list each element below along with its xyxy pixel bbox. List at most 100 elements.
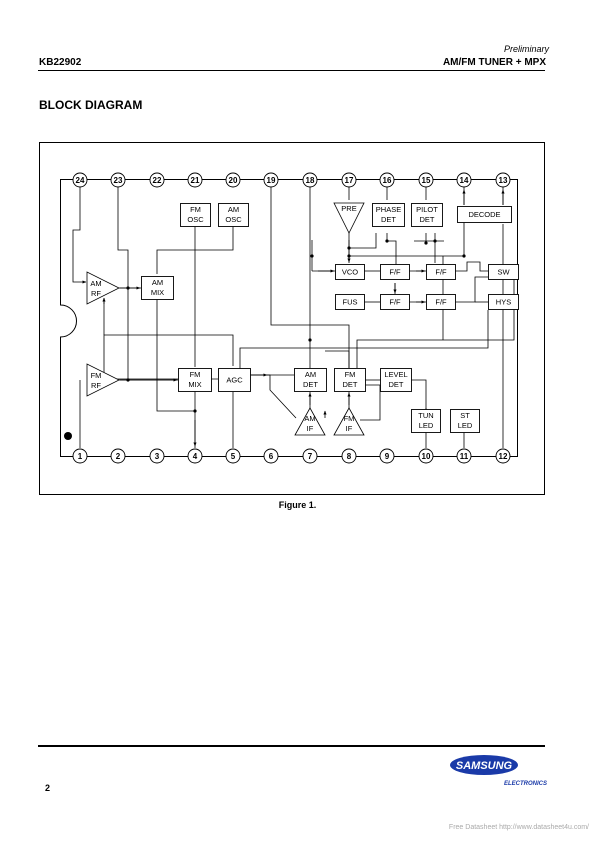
- amplifier-label: AM: [90, 279, 101, 288]
- amplifier-triangle: [333, 202, 365, 234]
- amplifier-label: FM: [344, 414, 355, 423]
- pin-circle: [110, 172, 126, 188]
- block-box: [372, 203, 405, 227]
- pin-circle: [418, 448, 434, 464]
- bottom-pin-5: 5: [225, 448, 241, 464]
- pin-label: 21: [191, 176, 200, 185]
- amplifier-label: IF: [307, 424, 314, 433]
- block-label: TUN: [418, 411, 433, 420]
- pin-circle: [225, 448, 241, 464]
- block-box: [488, 294, 519, 310]
- amplifier-label: RF: [91, 289, 101, 298]
- junction-dot: [424, 241, 428, 245]
- top-pin-20: 20: [225, 172, 241, 188]
- signal-wire-35: [386, 233, 397, 271]
- pre-amplifier: PRE: [333, 202, 365, 234]
- pin-1-marker: [64, 432, 72, 440]
- pin-label: 17: [345, 176, 354, 185]
- junction-dot: [193, 409, 197, 413]
- signal-wire-6: [156, 226, 234, 274]
- block-label: F/F: [435, 298, 447, 307]
- block-box: [141, 276, 174, 300]
- bottom-pin-10: 10: [418, 448, 434, 464]
- junction-dot: [308, 338, 312, 342]
- fus-block: FUS: [335, 294, 365, 310]
- block-box: [334, 368, 366, 392]
- block-box: [218, 203, 249, 227]
- junction-dot: [126, 286, 130, 290]
- block-label: AM: [228, 205, 239, 214]
- pin-label: 20: [229, 176, 238, 185]
- signal-wire-22: [325, 350, 350, 368]
- top-pin-13: 13: [495, 172, 511, 188]
- pin-circle: [149, 448, 165, 464]
- signal-wire-32: [455, 261, 488, 272]
- pin-label: 1: [78, 452, 83, 461]
- agc-block: AGC: [218, 368, 251, 392]
- pin-circle: [72, 448, 88, 464]
- signal-wire-17: [270, 187, 350, 368]
- block-box: [411, 203, 443, 227]
- signal-wire-52: [239, 310, 489, 370]
- decode-block: DECODE: [457, 206, 512, 223]
- top-pin-15: 15: [418, 172, 434, 188]
- top-pin-21: 21: [187, 172, 203, 188]
- pin-circle: [149, 172, 165, 188]
- amplifier-label: PRE: [341, 204, 356, 213]
- block-box: [335, 294, 365, 310]
- sw-block: SW: [488, 264, 519, 280]
- block-box: [335, 264, 365, 280]
- pin-label: 19: [267, 176, 276, 185]
- block-label: F/F: [389, 268, 401, 277]
- pin-circle: [418, 172, 434, 188]
- block-label: DET: [303, 380, 318, 389]
- block-label: LED: [458, 421, 473, 430]
- block-box: [450, 409, 480, 433]
- block-label: DET: [381, 215, 396, 224]
- pin-circle: [187, 448, 203, 464]
- block-label: AM: [152, 278, 163, 287]
- ff2-block: F/F: [426, 264, 456, 280]
- pin-circle: [302, 172, 318, 188]
- pin-label: 2: [116, 452, 121, 461]
- bottom-pin-6: 6: [263, 448, 279, 464]
- top-pin-22: 22: [149, 172, 165, 188]
- footer-watermark: Free Datasheet http://www.datasheet4u.co…: [448, 824, 589, 831]
- pin-label: 23: [114, 176, 123, 185]
- block-label: DET: [420, 215, 435, 224]
- pin-label: 8: [347, 452, 352, 461]
- pin-circle: [225, 172, 241, 188]
- pin-label: 11: [460, 452, 469, 461]
- block-box: [457, 206, 512, 223]
- block-label: HYS: [496, 298, 511, 307]
- pin-label: 9: [385, 452, 390, 461]
- junction-dot: [462, 254, 466, 258]
- signal-wire-45: [356, 271, 515, 368]
- block-label: DET: [389, 380, 404, 389]
- pin-label: 24: [76, 176, 85, 185]
- junction-dot: [126, 378, 130, 382]
- bottom-pin-4: 4: [187, 448, 203, 464]
- pin-circle: [187, 172, 203, 188]
- pin-circle: [456, 448, 472, 464]
- pin-circle: [341, 448, 357, 464]
- pin-label: 13: [499, 176, 508, 185]
- block-label: F/F: [389, 298, 401, 307]
- amplifier-label: FM: [91, 371, 102, 380]
- junction-dot: [310, 254, 314, 258]
- hys-block: HYS: [488, 294, 519, 310]
- amplifier-triangle: [86, 363, 120, 397]
- block-label: LED: [419, 421, 434, 430]
- block-label: PILOT: [416, 205, 438, 214]
- pin-circle: [263, 172, 279, 188]
- pin-label: 12: [499, 452, 508, 461]
- amplifier-triangle: [333, 407, 365, 436]
